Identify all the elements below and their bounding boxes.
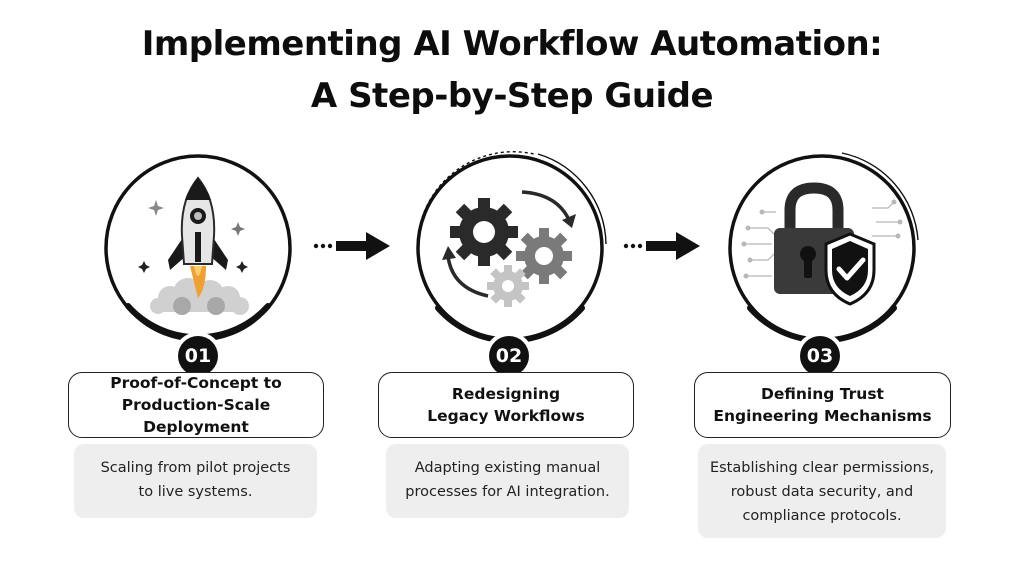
step-1-description: Scaling from pilot projects to live syst… [74,444,317,518]
step-1-icon-circle [98,148,298,348]
step-2-title-line-2: Legacy Workflows [427,407,585,425]
step-1-title-box: Proof-of-Concept to Production-Scale Dep… [68,372,324,438]
step-3-description: Establishing clear permissions, robust d… [698,444,946,538]
padlock-shield-icon [741,182,903,306]
step-3-number-badge: 03 [800,336,840,376]
step-3-title-line-2: Engineering Mechanisms [713,407,932,425]
step-1-title-line-1: Proof-of-Concept to [110,374,282,392]
step-3-icon-circle [722,148,922,348]
step-2-title-line-1: Redesigning [451,385,561,403]
step-3-desc-line-1: Establishing clear permissions, [709,460,935,476]
step-1-desc-line-2: to live systems. [138,484,253,500]
page-title-line-2: A Step-by-Step Guide [310,76,714,116]
step-3-desc-line-2: robust data security, and [730,484,914,500]
step-3-title-box: Defining Trust Engineering Mechanisms [694,372,951,438]
page-title-line-1: Implementing AI Workflow Automation: [141,24,883,64]
rocket-icon [138,176,249,315]
step-2-title-box: Redesigning Legacy Workflows [378,372,634,438]
arrow-right-icon [313,232,390,260]
step-1-title-line-2: Production-Scale Deployment [121,396,271,436]
step-3-title-line-1: Defining Trust [761,385,884,403]
step-1-number-badge: 01 [178,336,218,376]
step-1-desc-line-1: Scaling from pilot projects [100,460,291,476]
gears-cycle-icon [442,190,576,307]
step-2-desc-line-1: Adapting existing manual [414,460,601,476]
arrow-right-icon [623,232,700,260]
step-2-number-badge: 02 [489,336,529,376]
step-2-icon-circle [410,148,610,348]
step-2-desc-line-2: processes for AI integration. [405,484,610,500]
step-3-desc-line-3: compliance protocols. [742,508,902,524]
step-2-description: Adapting existing manual processes for A… [386,444,629,518]
